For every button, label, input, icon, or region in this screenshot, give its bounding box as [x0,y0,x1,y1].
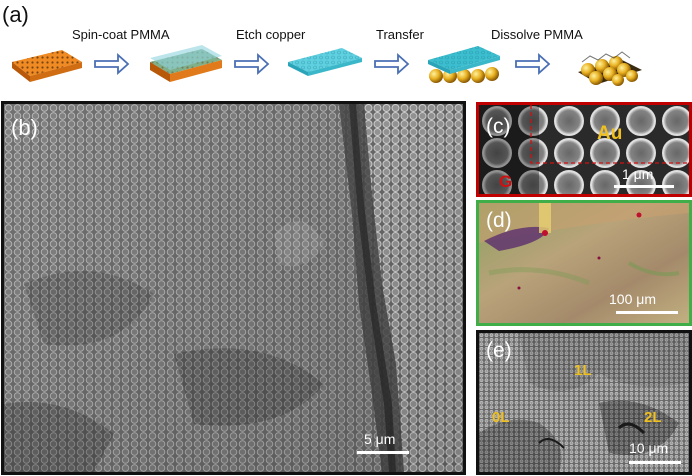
scale-bar [357,451,409,454]
gold-material-label: Au [597,123,623,144]
step-etch-copper-label: Etch copper [236,27,306,42]
panel-a-label: (a) [2,2,29,27]
panel-e-label: (e) [486,339,512,362]
pmma-on-copper-icon [150,45,222,82]
step-spin-coat-label: Spin-coat PMMA [72,27,170,42]
panel-b-sem-image: (b) 5 μm [1,101,466,475]
scale-bar-label: 1 μm [622,166,654,182]
step-dissolve-label: Dissolve PMMA [491,27,583,42]
panel-d-optical-image: (d) 100 μm [476,200,692,326]
panel-b-label: (b) [11,115,38,140]
panel-e-sem-image: (e) 1L 0L 2L 10 μm [476,330,692,475]
arrow-icon [234,52,270,76]
arrow-icon [515,52,551,76]
sem-closeup-texture [479,105,689,194]
step-transfer-label: Transfer [376,27,424,42]
copper-substrate-icon [12,50,82,82]
scale-bar [614,185,674,188]
scale-bar-label: 100 μm [609,291,656,307]
sem-texture [4,104,463,472]
panel-a: (a) Spin-coat PMMA Etch copper Transfer … [0,0,692,100]
gold-spheres-icon [578,51,642,86]
scale-bar-label: 5 μm [364,431,396,447]
panel-c-sem-image: (c) Au G 1 μm [476,102,692,197]
scale-bar [616,311,678,314]
scale-bar-label: 10 μm [629,440,669,456]
sem-layers-texture [479,333,689,472]
optical-texture [479,203,689,323]
arrow-icon [94,52,130,76]
layer-label-1l: 1L [574,362,592,379]
pmma-on-spheres-icon [428,46,500,83]
graphene-label: G [499,172,513,191]
process-schematic [12,45,642,86]
arrow-icon [374,52,410,76]
panel-d-label: (d) [486,209,512,232]
layer-label-0l: 0L [492,409,510,426]
scale-bar [629,461,681,464]
layer-label-2l: 2L [644,409,662,426]
panel-c-label: (c) [486,115,511,138]
pmma-film-icon [288,48,362,76]
